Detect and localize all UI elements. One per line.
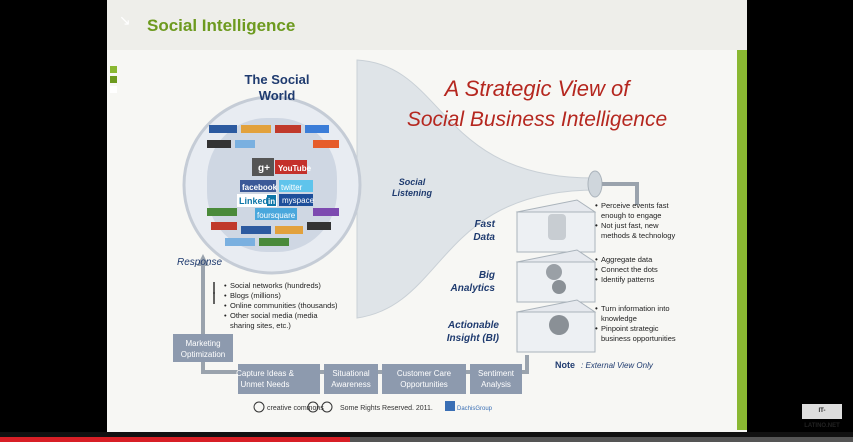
svg-text:Data: Data <box>473 232 495 243</box>
svg-text:•: • <box>595 255 598 264</box>
box-marketing-optimization <box>173 334 233 362</box>
customer-care-line1: Customer Care <box>397 369 452 378</box>
slide: ↘ Social Intelligence <box>107 0 747 442</box>
svg-text:Linked: Linked <box>239 196 268 206</box>
heading-line1: A Strategic View of <box>443 76 633 101</box>
youtube-logo <box>275 160 307 174</box>
svg-text:Social networks (hundreds): Social networks (hundreds) <box>230 281 321 290</box>
marketing-line1: Marketing <box>185 339 220 348</box>
social-world-line1: The Social <box>244 72 309 87</box>
slide-title: Social Intelligence <box>147 16 296 35</box>
box-capture-ideas <box>238 364 320 394</box>
myspace-logo <box>279 194 313 206</box>
svg-text:business opportunities: business opportunities <box>601 334 676 343</box>
svg-text:•: • <box>224 291 227 300</box>
svg-text:Other social media (media: Other social media (media <box>230 311 318 320</box>
watermark-logo: IT-LATINO.NET <box>802 404 842 429</box>
progress-remaining[interactable] <box>350 437 853 442</box>
bullet-square-icon <box>110 66 117 73</box>
svg-text:Turn information into: Turn information into <box>601 304 670 313</box>
foursquare-logo <box>255 208 297 220</box>
layer-box-big-analytics <box>515 249 597 303</box>
box-situational-awareness <box>324 364 378 394</box>
svg-text:foursquare: foursquare <box>257 211 296 220</box>
svg-text:•: • <box>595 265 598 274</box>
svg-text:•: • <box>595 201 598 210</box>
arrow-icon: ↘ <box>119 12 131 28</box>
situational-line1: Situational <box>332 369 370 378</box>
svg-text:in: in <box>268 197 275 206</box>
svg-text:Connect the dots: Connect the dots <box>601 265 658 274</box>
situational-line2: Awareness <box>331 380 370 389</box>
sentiment-line1: Sentiment <box>478 369 515 378</box>
customer-care-line2: Opportunities <box>400 380 448 389</box>
cc-text: creative commons <box>267 405 324 412</box>
box-customer-care <box>382 364 466 394</box>
svg-text:sharing sites, etc.): sharing sites, etc.) <box>230 321 291 330</box>
social-intelligence-diagram: g+ YouTube facebook twitter Linked in my… <box>173 59 676 413</box>
svg-text:enough to engage: enough to engage <box>601 211 661 220</box>
svg-text:Blogs (millions): Blogs (millions) <box>230 291 281 300</box>
funnel-connector <box>602 182 639 205</box>
dachis-text: DachisGroup <box>457 406 493 412</box>
heading-line2: Social Business Intelligence <box>407 108 667 131</box>
capture-ideas-line2: Unmet Needs <box>241 380 290 389</box>
svg-text:Aggregate data: Aggregate data <box>601 255 653 264</box>
sentiment-line2: Analysis <box>481 380 511 389</box>
svg-text:myspace: myspace <box>282 196 315 205</box>
twitter-logo <box>279 180 313 192</box>
rights-text: Some Rights Reserved. 2011. <box>340 405 433 412</box>
dachis-logo-icon <box>445 401 455 411</box>
svg-text:Not just fast, new: Not just fast, new <box>601 221 659 230</box>
svg-text:Insight (BI): Insight (BI) <box>447 333 500 344</box>
social-world-line2: World <box>259 88 296 103</box>
progress-played[interactable] <box>0 437 350 442</box>
googleplus-logo <box>252 158 274 176</box>
svg-text:•: • <box>224 311 227 320</box>
response-label: Response <box>177 257 222 268</box>
creative-commons-icon <box>253 401 265 413</box>
svg-text:•: • <box>595 324 598 333</box>
attribution-icon <box>307 401 319 413</box>
funnel-mouth <box>587 170 603 198</box>
svg-text:knowledge: knowledge <box>601 314 637 323</box>
svg-text:Pinpoint strategic: Pinpoint strategic <box>601 324 659 333</box>
social-listening-line2: Listening <box>392 188 433 198</box>
noderivs-icon <box>321 401 333 413</box>
svg-text:•: • <box>595 304 598 313</box>
box-sentiment-analysis <box>470 364 522 394</box>
social-listening-line1: Social <box>399 177 426 187</box>
layer-box-fast-data <box>515 199 597 253</box>
bullet-square-icon <box>110 86 117 93</box>
note-label: Note <box>555 360 575 370</box>
svg-text:•: • <box>224 281 227 290</box>
svg-text:g+: g+ <box>258 163 270 174</box>
bullet-square-icon <box>110 76 117 83</box>
note-text: : External View Only <box>581 361 654 370</box>
svg-text:twitter: twitter <box>281 183 303 192</box>
svg-text:Perceive events fast: Perceive events fast <box>601 201 669 210</box>
svg-text:Identify patterns: Identify patterns <box>601 275 655 284</box>
loop-arrowhead <box>197 254 209 266</box>
svg-text:Big: Big <box>479 270 495 281</box>
svg-text:YouTube: YouTube <box>278 164 312 173</box>
svg-text:•: • <box>595 275 598 284</box>
svg-text:facebook: facebook <box>242 183 278 192</box>
svg-text:Fast: Fast <box>474 219 495 230</box>
svg-text:methods & technology: methods & technology <box>601 231 675 240</box>
facebook-logo <box>240 180 276 192</box>
svg-text:Online communities (thousands): Online communities (thousands) <box>230 301 338 310</box>
slide-header: ↘ Social Intelligence <box>107 0 747 50</box>
svg-text:•: • <box>595 221 598 230</box>
side-accent-bar <box>737 50 747 430</box>
marketing-line2: Optimization <box>181 350 225 359</box>
svg-text:Actionable: Actionable <box>447 320 500 331</box>
svg-text:•: • <box>224 301 227 310</box>
svg-text:Analytics: Analytics <box>450 283 496 294</box>
capture-ideas-line1: Capture Ideas & <box>236 369 294 378</box>
layer-box-actionable-insight <box>515 299 597 353</box>
